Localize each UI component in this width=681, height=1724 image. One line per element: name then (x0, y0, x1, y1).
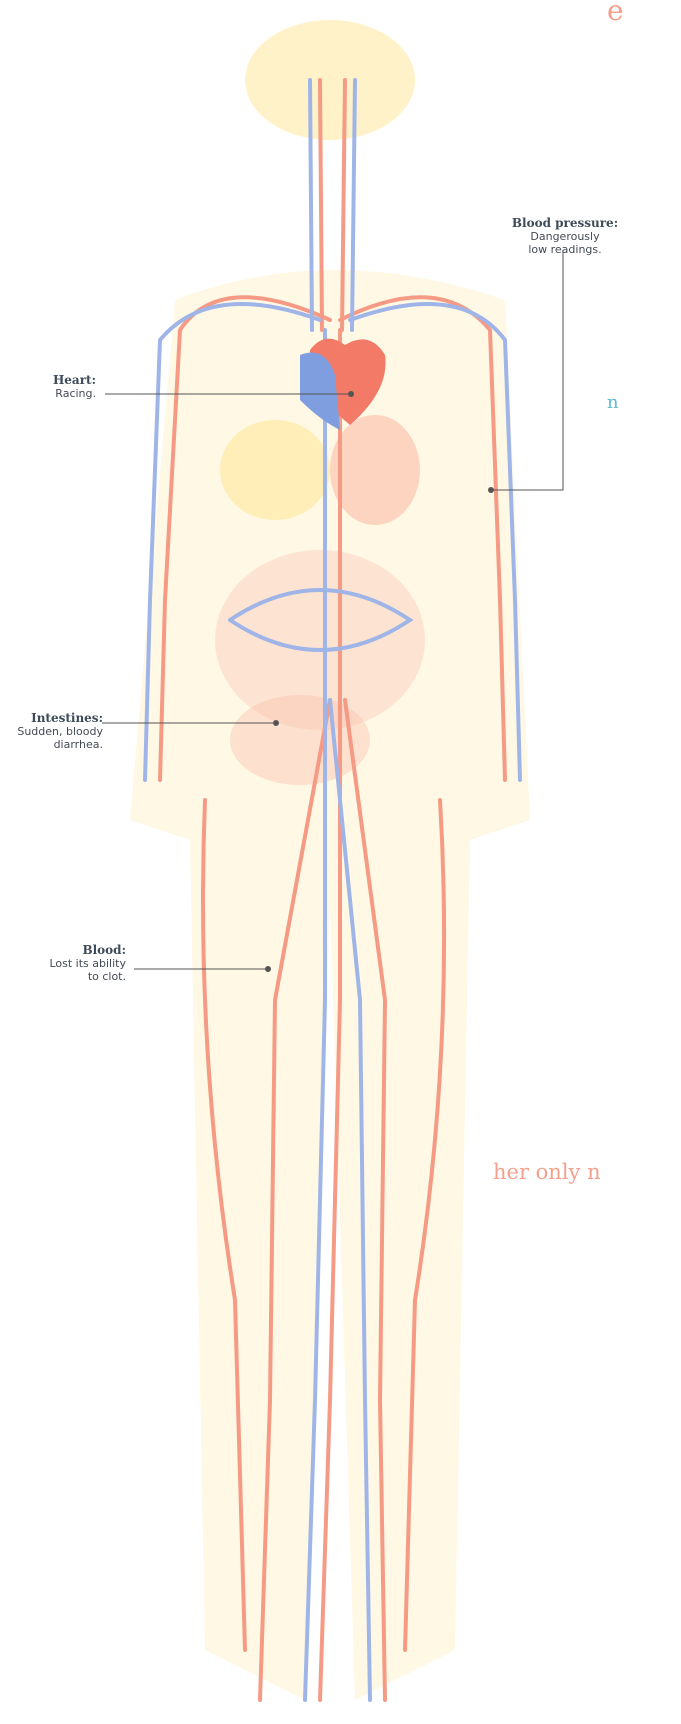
blood-dot (265, 966, 271, 972)
intestines-line-1: Sudden, bloody (0, 725, 103, 738)
head-glow (245, 20, 415, 140)
intestines-dot (273, 720, 279, 726)
heart-label: Heart: Racing. (0, 374, 96, 400)
liver (220, 420, 330, 520)
intestines-line-2: diarrhea. (0, 738, 103, 751)
page-fragment-mid-right: n (607, 392, 619, 413)
blood-pressure-line-2: low readings. (500, 243, 630, 256)
blood-pressure-title: Blood pressure: (500, 217, 630, 230)
heart-title: Heart: (0, 374, 96, 387)
blood-pressure-label: Blood pressure: Dangerously low readings… (500, 217, 630, 256)
page-fragment-bottom-right: her only n (493, 1160, 601, 1184)
blood-line-1: Lost its ability (0, 957, 126, 970)
intestines-label: Intestines: Sudden, bloody diarrhea. (0, 712, 103, 751)
blood-label: Blood: Lost its ability to clot. (0, 944, 126, 983)
blood-title: Blood: (0, 944, 126, 957)
blood-line-2: to clot. (0, 970, 126, 983)
jugular-left (310, 80, 312, 330)
blood-pressure-dot (488, 487, 494, 493)
carotid-left (320, 80, 322, 330)
stomach (330, 415, 420, 525)
heart-dot (348, 391, 354, 397)
intestines-title: Intestines: (0, 712, 103, 725)
blood-pressure-line-1: Dangerously (500, 230, 630, 243)
heart-line-1: Racing. (0, 387, 96, 400)
page-fragment-top-right: e (607, 0, 624, 27)
